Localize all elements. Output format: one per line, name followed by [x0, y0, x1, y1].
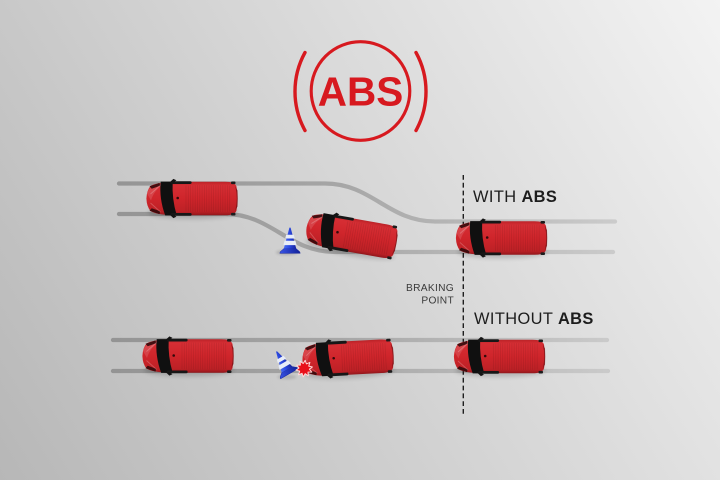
svg-text:WITH ABS: WITH ABS	[473, 188, 557, 206]
svg-text:ABS: ABS	[318, 68, 404, 114]
svg-text:POINT: POINT	[421, 296, 454, 307]
svg-text:WITHOUT ABS: WITHOUT ABS	[474, 310, 594, 328]
svg-text:BRAKING: BRAKING	[406, 283, 454, 294]
